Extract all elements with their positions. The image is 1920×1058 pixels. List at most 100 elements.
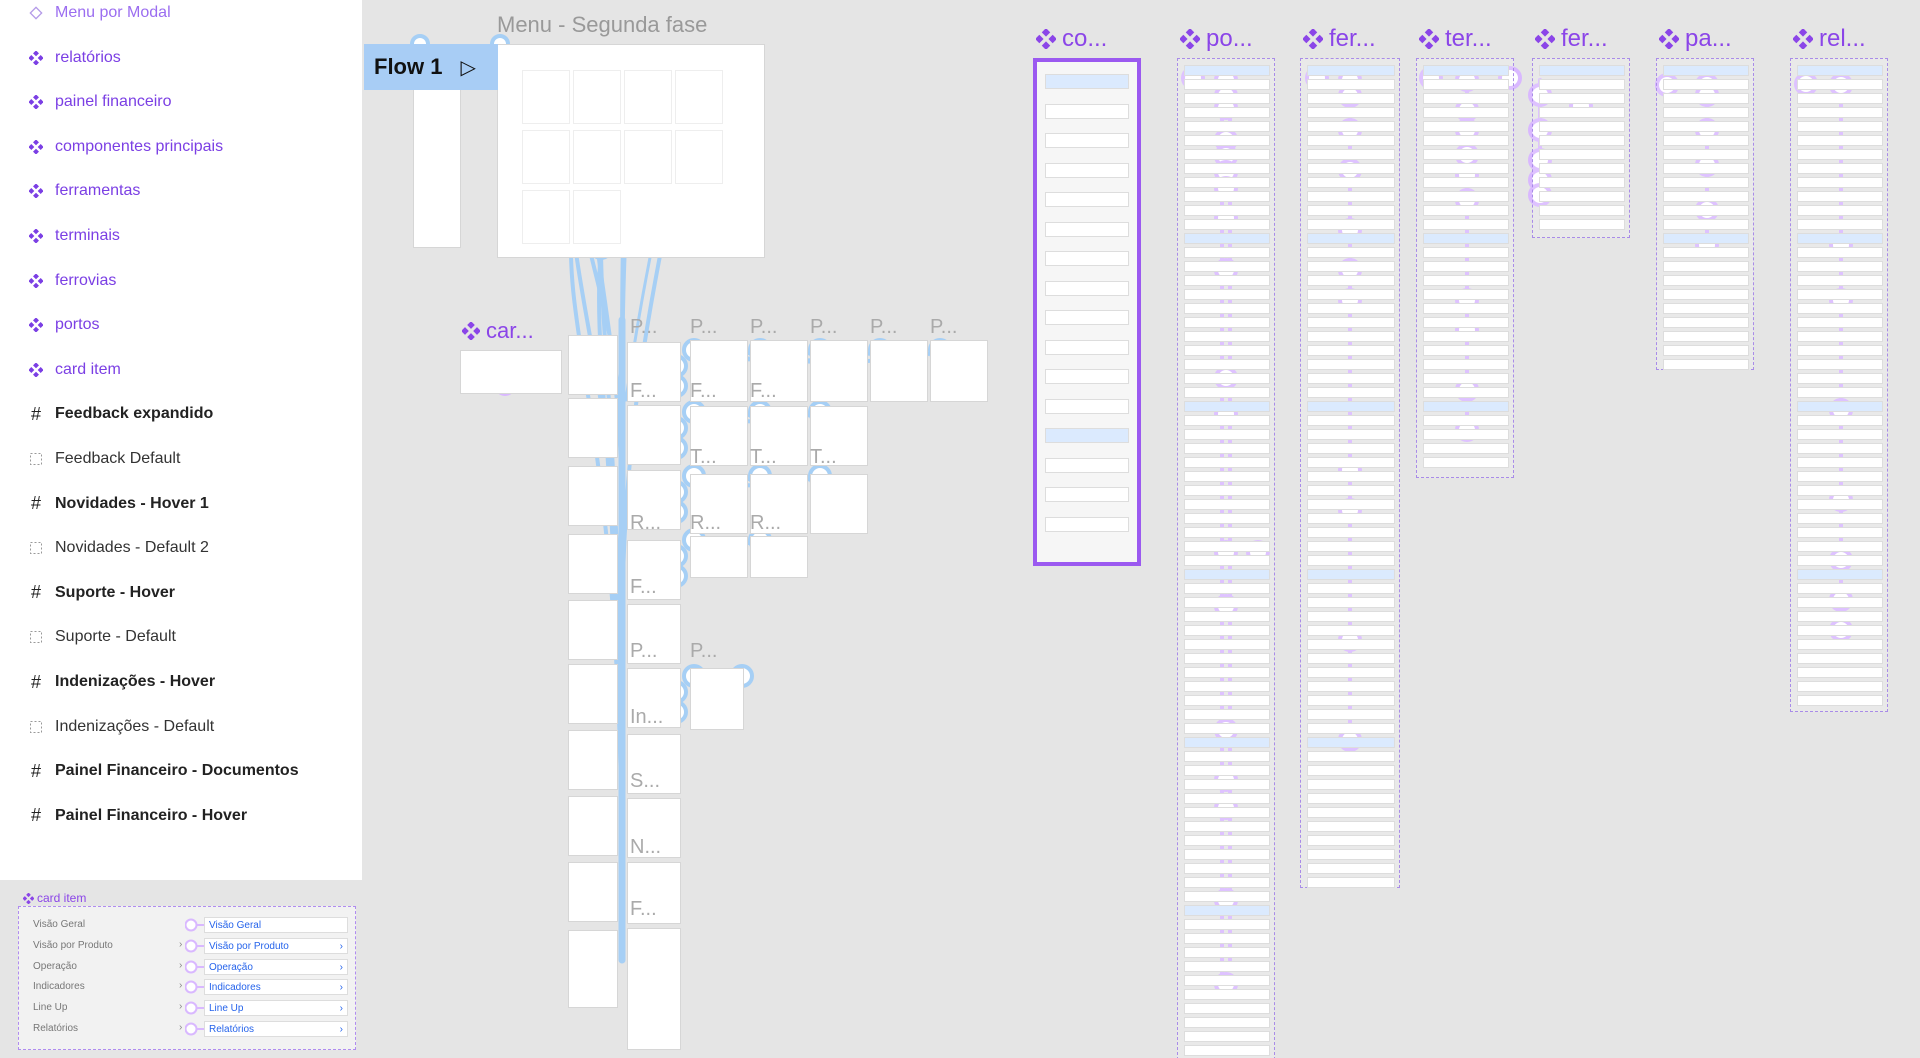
component-variant-row[interactable]: [1423, 247, 1509, 258]
component-variant-row[interactable]: [1307, 541, 1395, 552]
component-variant-row[interactable]: [1797, 653, 1883, 664]
component-variant-row[interactable]: [1184, 219, 1270, 230]
layer-item[interactable]: #Painel Financeiro - Documentos: [0, 749, 362, 793]
component-variant-row[interactable]: [1423, 401, 1509, 412]
component-variant-row[interactable]: [1423, 345, 1509, 356]
layer-item[interactable]: relatórios: [0, 36, 362, 80]
component-variant-row[interactable]: [1184, 177, 1270, 188]
component-variant-row[interactable]: [1184, 457, 1270, 468]
component-variant-row[interactable]: [1307, 163, 1395, 174]
component-variant-row[interactable]: [1423, 331, 1509, 342]
menu-state-frame[interactable]: [627, 798, 681, 858]
menu-state-frame[interactable]: [627, 342, 681, 402]
layer-item[interactable]: Indenizações - Default: [0, 705, 362, 749]
component-variant-row[interactable]: [1663, 317, 1749, 328]
component-variant-row[interactable]: [1307, 233, 1395, 244]
component-variant-row[interactable]: [1184, 485, 1270, 496]
layer-item[interactable]: #Suporte - Hover: [0, 571, 362, 615]
component-variant-row[interactable]: [1663, 275, 1749, 286]
component-variant-row[interactable]: [1184, 723, 1270, 734]
component-variant-row[interactable]: [1307, 555, 1395, 566]
submenu-frame[interactable]: [810, 406, 868, 466]
component-variant-row[interactable]: [1184, 877, 1270, 888]
component-variant-row[interactable]: [1184, 639, 1270, 650]
component-variant-row[interactable]: [1045, 221, 1129, 237]
component-variant-row[interactable]: [1184, 667, 1270, 678]
component-variant-row[interactable]: [1797, 121, 1883, 132]
layer-item[interactable]: card item: [0, 348, 362, 392]
menu-card[interactable]: [573, 130, 621, 184]
component-variant-row[interactable]: [1307, 289, 1395, 300]
component-variant-row[interactable]: [1184, 303, 1270, 314]
component-variant-row[interactable]: [1184, 79, 1270, 90]
component-variant-row[interactable]: [1539, 79, 1625, 90]
component-variant-row[interactable]: [1423, 177, 1509, 188]
component-variant-row[interactable]: [1797, 289, 1883, 300]
card-item-hover-label[interactable]: Operação›: [204, 958, 348, 975]
component-variant-row[interactable]: [1423, 359, 1509, 370]
component-variant-row[interactable]: [1663, 289, 1749, 300]
component-variant-row[interactable]: [1184, 401, 1270, 412]
component-variant-row[interactable]: [1797, 499, 1883, 510]
component-variant-row[interactable]: [1797, 107, 1883, 118]
component-variant-row[interactable]: [1797, 345, 1883, 356]
component-variant-row[interactable]: [1184, 205, 1270, 216]
menu-state-frame[interactable]: [568, 930, 618, 1008]
component-variant-row[interactable]: [1184, 947, 1270, 958]
component-variant-row[interactable]: [1423, 317, 1509, 328]
component-variant-row[interactable]: [1307, 849, 1395, 860]
menu-card[interactable]: [522, 130, 570, 184]
submenu-frame[interactable]: [810, 340, 868, 402]
component-variant-row[interactable]: [1184, 289, 1270, 300]
component-variant-row[interactable]: [1797, 149, 1883, 160]
component-variant-row[interactable]: [1184, 961, 1270, 972]
component-variant-row[interactable]: [1307, 639, 1395, 650]
component-variant-row[interactable]: [1307, 751, 1395, 762]
component-variant-row[interactable]: [1663, 79, 1749, 90]
component-variant-row[interactable]: [1539, 163, 1625, 174]
component-variant-row[interactable]: [1184, 1045, 1270, 1056]
layer-item[interactable]: Menu por Modal: [0, 0, 362, 35]
menu-state-frame[interactable]: [627, 405, 681, 465]
submenu-frame[interactable]: [930, 340, 988, 402]
component-variant-row[interactable]: [1423, 149, 1509, 160]
component-set[interactable]: [1790, 58, 1888, 712]
menu-card[interactable]: [624, 130, 672, 184]
component-set[interactable]: [1177, 58, 1275, 1058]
component-set[interactable]: [1416, 58, 1514, 478]
layer-item[interactable]: painel financeiro: [0, 80, 362, 124]
card-item-row[interactable]: Visão Geral Visão Geral: [19, 915, 355, 935]
component-variant-row[interactable]: [1184, 737, 1270, 748]
component-variant-row[interactable]: [1423, 205, 1509, 216]
layer-item[interactable]: Novidades - Default 2: [0, 526, 362, 570]
menu-state-frame[interactable]: [568, 534, 618, 594]
component-variant-row[interactable]: [1184, 359, 1270, 370]
component-variant-row[interactable]: [1184, 1031, 1270, 1042]
component-variant-row[interactable]: [1307, 835, 1395, 846]
component-variant-row[interactable]: [1184, 317, 1270, 328]
layer-item[interactable]: terminais: [0, 214, 362, 258]
component-variant-row[interactable]: [1184, 191, 1270, 202]
component-variant-row[interactable]: [1307, 149, 1395, 160]
component-variant-row[interactable]: [1797, 331, 1883, 342]
menu-card[interactable]: [675, 70, 723, 124]
component-variant-row[interactable]: [1307, 877, 1395, 888]
component-variant-row[interactable]: [1797, 233, 1883, 244]
component-variant-row[interactable]: [1663, 177, 1749, 188]
component-variant-row[interactable]: [1797, 625, 1883, 636]
component-variant-row[interactable]: [1539, 65, 1625, 76]
component-variant-row[interactable]: [1539, 191, 1625, 202]
component-variant-row[interactable]: [1797, 513, 1883, 524]
component-variant-row[interactable]: [1797, 79, 1883, 90]
component-variant-row[interactable]: [1539, 177, 1625, 188]
component-variant-row[interactable]: [1184, 93, 1270, 104]
component-variant-row[interactable]: [1663, 261, 1749, 272]
component-variant-row[interactable]: [1307, 219, 1395, 230]
component-variant-row[interactable]: [1307, 597, 1395, 608]
component-variant-row[interactable]: [1184, 135, 1270, 146]
component-variant-row[interactable]: [1797, 373, 1883, 384]
layer-item[interactable]: #Novidades - Hover 1: [0, 482, 362, 526]
component-variant-row[interactable]: [1307, 821, 1395, 832]
card-item-hover-label[interactable]: Line Up›: [204, 1000, 348, 1017]
